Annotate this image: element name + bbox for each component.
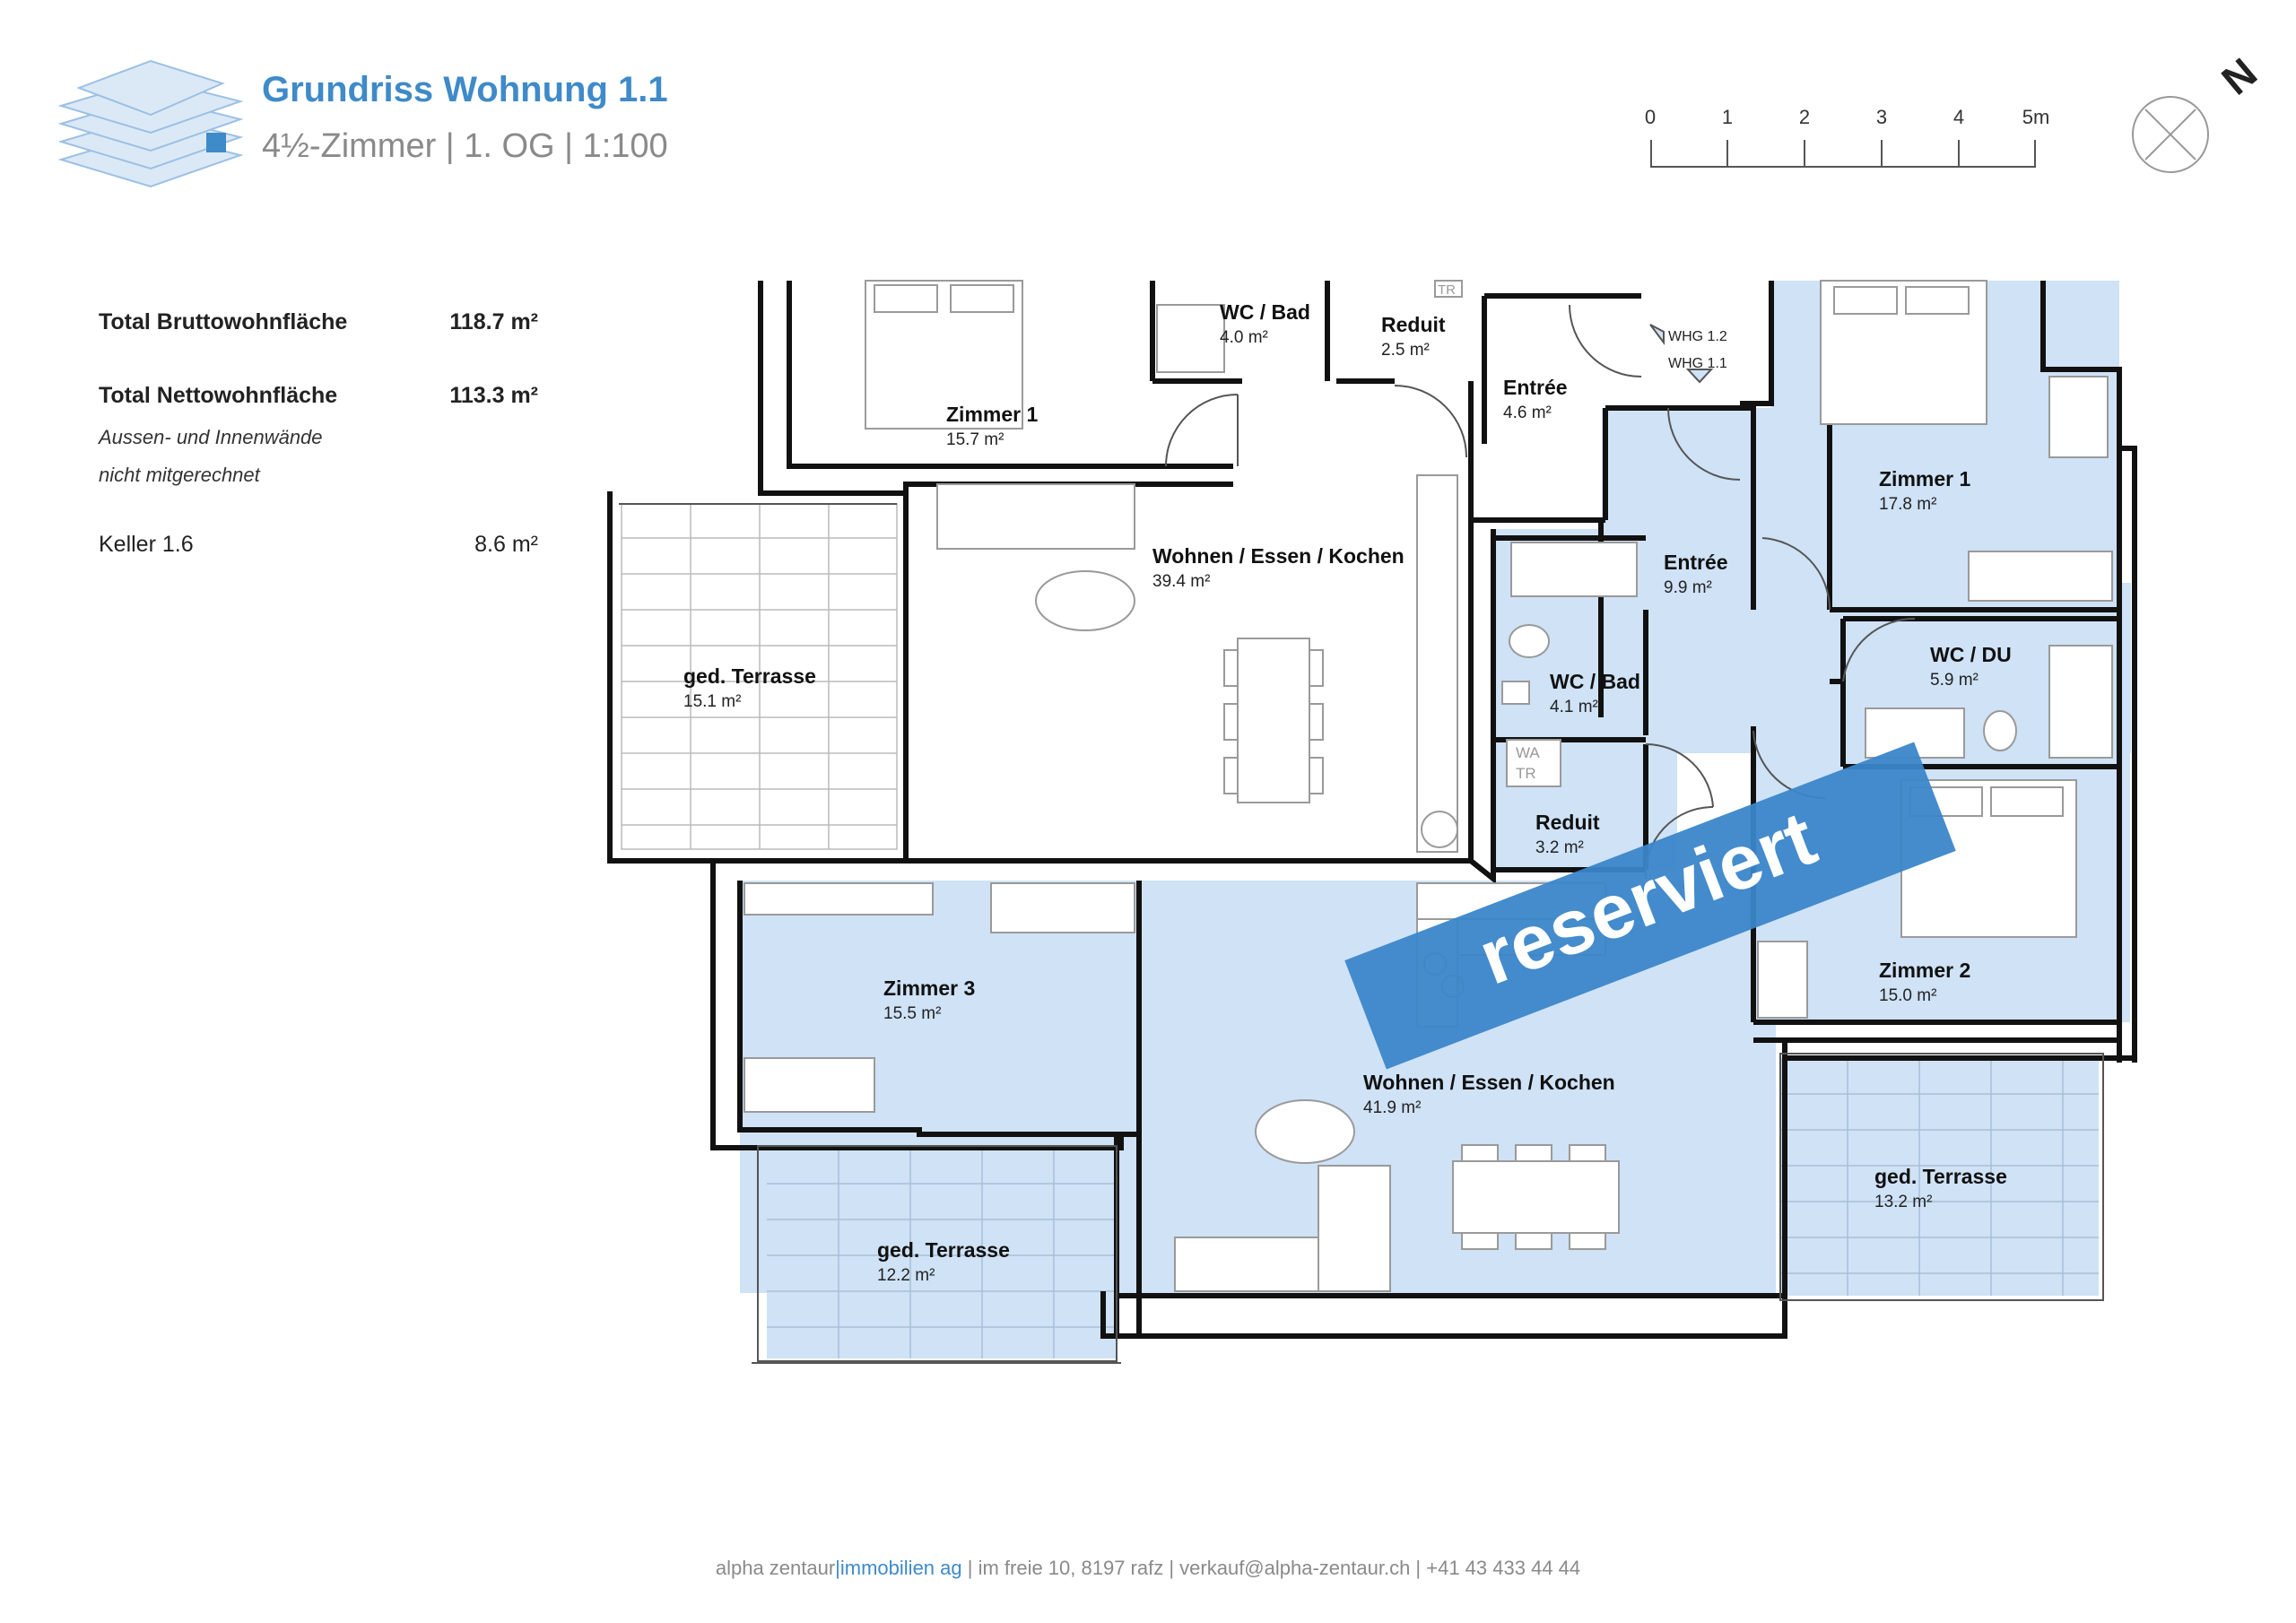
room-name: WC / Bad	[1220, 300, 1310, 324]
room-area: 2.5 m²	[1381, 341, 1430, 360]
scale-label: 3	[1875, 106, 1888, 128]
room-area: 15.0 m²	[1879, 986, 1936, 1005]
room-name: Wohnen / Essen / Kochen	[1152, 544, 1405, 568]
note-line-1: Aussen- und Innenwände	[99, 426, 323, 448]
room-area: 39.4 m²	[1152, 572, 1210, 591]
scale-label: 2	[1798, 106, 1811, 128]
footer: alpha zentaur|immobilien ag | im freie 1…	[715, 1557, 1581, 1579]
footer-company-suffix: immobilien ag	[839, 1557, 962, 1579]
netto-value: 113.3 m²	[449, 383, 538, 408]
furniture	[744, 280, 2113, 1292]
keller-label: Keller 1.6	[99, 532, 194, 557]
keller-row: Keller 1.6 8.6 m²	[99, 532, 538, 568]
room-name: Entrée	[1664, 551, 1728, 574]
unit-ref-label: WHG 1.2	[1668, 329, 1727, 344]
room-name: WC / Bad	[1550, 670, 1640, 693]
room-name: Entrée	[1503, 376, 1568, 399]
brutto-label: Total Bruttowohnfläche	[99, 309, 348, 334]
compass-icon	[2132, 96, 2209, 173]
unit-markers	[1649, 324, 1714, 384]
note-line-2: nicht mitgerechnet	[99, 464, 260, 486]
room-area: 9.9 m²	[1664, 578, 1712, 597]
footer-company: alpha zentaur	[715, 1557, 836, 1579]
washer-label: WA	[1516, 744, 1540, 761]
room-area: 4.6 m²	[1503, 404, 1552, 422]
netto-label: Total Nettowohnfläche	[99, 383, 338, 408]
room-name: ged. Terrasse	[1874, 1165, 2007, 1188]
room-name: Zimmer 2	[1879, 959, 1970, 982]
brutto-row: Total Bruttowohnfläche 118.7 m²	[99, 309, 538, 345]
terrace-borders	[752, 1053, 2104, 1364]
room-name: ged. Terrasse	[683, 664, 816, 688]
footer-contact: | im freie 10, 8197 rafz | verkauf@alpha…	[961, 1557, 1581, 1579]
page-subtitle: 4½-Zimmer | 1. OG | 1:100	[262, 127, 668, 165]
room-name: Zimmer 1	[946, 403, 1038, 426]
room-area: 41.9 m²	[1363, 1098, 1421, 1117]
room-name: Zimmer 1	[1879, 467, 1970, 490]
netto-row: Total Nettowohnfläche 113.3 m²	[99, 383, 538, 419]
room-name: WC / DU	[1930, 643, 2012, 666]
scale-bar: 0 1 2 3 4 5m	[1645, 106, 2049, 178]
scale-label: 5m	[2022, 106, 2050, 128]
area-summary: Total Bruttowohnfläche 118.7 m² Total Ne…	[99, 309, 538, 568]
terrace-tiles-left	[621, 503, 898, 850]
unit-highlight	[740, 281, 2131, 1358]
room-area: 4.1 m²	[1550, 698, 1598, 716]
room-area: 3.2 m²	[1535, 838, 1584, 857]
scale-label: 1	[1721, 106, 1734, 128]
scale-label: 4	[1952, 106, 1965, 128]
room-area: 4.0 m²	[1220, 328, 1268, 347]
building-logo	[57, 59, 244, 188]
terrace-tiles-right	[767, 1058, 2099, 1358]
room-area: 15.1 m²	[683, 692, 741, 711]
room-area: 15.7 m²	[946, 430, 1004, 449]
room-area: 15.5 m²	[883, 1004, 941, 1023]
room-name: Wohnen / Essen / Kochen	[1363, 1071, 1615, 1094]
dryer-label: TR	[1516, 765, 1536, 782]
scale-ruler	[1650, 140, 2036, 168]
room-area: 13.2 m²	[1874, 1193, 1932, 1211]
walls	[607, 281, 2137, 1339]
room-name: ged. Terrasse	[877, 1238, 1010, 1262]
reserved-stamp	[1344, 742, 1956, 1070]
room-area: 17.8 m²	[1879, 495, 1936, 514]
room-name: Zimmer 3	[883, 976, 975, 1000]
room-area: 12.2 m²	[877, 1266, 935, 1285]
scale-label: 0	[1644, 106, 1657, 128]
brutto-value: 118.7 m²	[449, 309, 538, 334]
page-title: Grundriss Wohnung 1.1	[262, 70, 668, 109]
keller-value: 8.6 m²	[474, 532, 538, 557]
dryer-label: TR	[1438, 282, 1456, 298]
unit-ref-label: WHG 1.1	[1668, 356, 1727, 371]
room-area: 5.9 m²	[1930, 671, 1979, 690]
room-name: Reduit	[1381, 313, 1446, 336]
room-name: Reduit	[1535, 811, 1600, 834]
